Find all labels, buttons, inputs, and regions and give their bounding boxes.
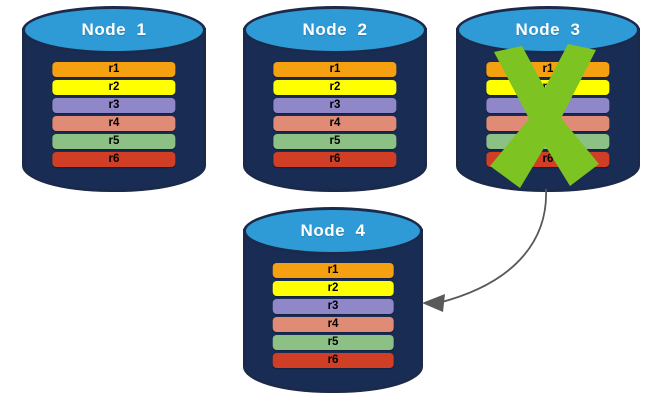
cylinder-top-ellipse	[243, 6, 427, 54]
data-row-r4[interactable]: r4	[273, 116, 397, 131]
row-stack: r1 r2 r3 r4 r5 r6	[273, 62, 397, 167]
data-row-r1[interactable]: r1	[486, 62, 610, 77]
data-row-r3[interactable]: r3	[52, 98, 176, 113]
data-row-r6[interactable]: r6	[273, 152, 397, 167]
data-row-r2[interactable]: r2	[273, 80, 397, 95]
data-row-r3[interactable]: r3	[273, 98, 397, 113]
node-label: Node 3	[515, 20, 581, 39]
cylinder-top-ellipse	[22, 6, 206, 54]
node-label: Node 1	[81, 20, 147, 39]
data-row-r1[interactable]: r1	[272, 263, 394, 278]
data-row-r6[interactable]: r6	[272, 353, 394, 368]
data-row-r3[interactable]: r3	[272, 299, 394, 314]
node-label: Node 2	[302, 20, 368, 39]
row-stack: r1 r2 r3 r4 r5 r6	[52, 62, 176, 167]
data-row-r2[interactable]: r2	[272, 281, 394, 296]
data-row-r5[interactable]: r5	[273, 134, 397, 149]
row-stack: r1 r2 r3 r4 r5 r6	[272, 263, 394, 368]
data-row-r1[interactable]: r1	[52, 62, 176, 77]
data-row-r6[interactable]: r6	[52, 152, 176, 167]
row-stack: r1 r2 r3 r4 r5 r6	[486, 62, 610, 167]
node-cylinder-node3[interactable]: Node 3 r1 r2 r3 r4 r5 r6	[456, 6, 640, 192]
data-row-r5[interactable]: r5	[486, 134, 610, 149]
node-cylinder-node1[interactable]: Node 1 r1 r2 r3 r4 r5 r6	[22, 6, 206, 192]
data-row-r1[interactable]: r1	[273, 62, 397, 77]
data-row-r5[interactable]: r5	[52, 134, 176, 149]
arrow-head	[422, 294, 445, 312]
arrow-curve-path	[437, 188, 547, 304]
node-label: Node 4	[300, 221, 366, 240]
data-row-r6[interactable]: r6	[486, 152, 610, 167]
cylinder-top-ellipse	[243, 207, 423, 255]
data-row-r4[interactable]: r4	[486, 116, 610, 131]
data-row-r2[interactable]: r2	[52, 80, 176, 95]
node-cylinder-node2[interactable]: Node 2 r1 r2 r3 r4 r5 r6	[243, 6, 427, 192]
data-row-r5[interactable]: r5	[272, 335, 394, 350]
data-row-r4[interactable]: r4	[52, 116, 176, 131]
node-cylinder-node4[interactable]: Node 4 r1 r2 r3 r4 r5 r6	[243, 207, 423, 393]
data-row-r2[interactable]: r2	[486, 80, 610, 95]
data-row-r4[interactable]: r4	[272, 317, 394, 332]
data-row-r3[interactable]: r3	[486, 98, 610, 113]
